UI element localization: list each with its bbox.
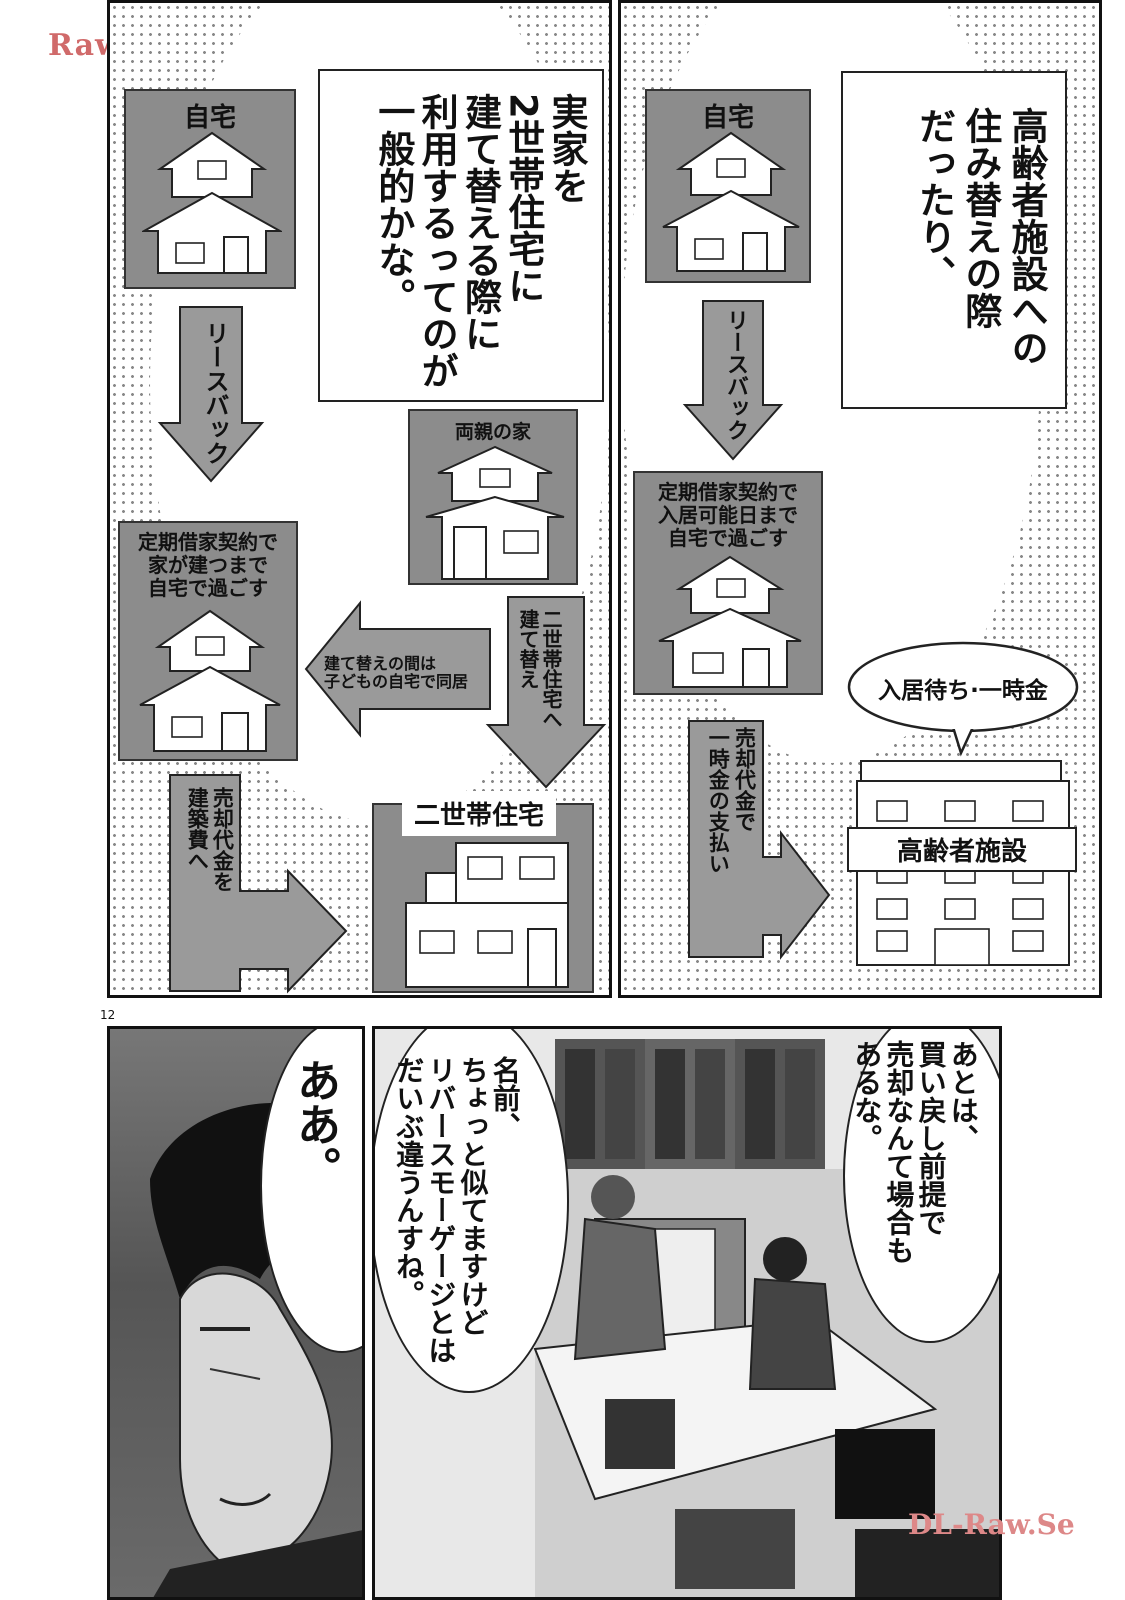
house-icon	[139, 609, 281, 752]
left-home-box: 自宅	[124, 89, 296, 289]
right-house2-text: 定期借家契約で 入居可能日まで 自宅で過ごす	[658, 480, 798, 550]
speech-bubble-right	[843, 1029, 999, 1343]
left-narration-text: 実家を 2世帯住宅に 建て替える際に 利用するってのが 一般的かな。	[371, 93, 588, 389]
right-diagram-panel: 高齢者施設への 住み替えの際 だったり、 自宅 リースバック 定期借家契約で 入…	[618, 0, 1102, 998]
house-icon	[425, 445, 565, 580]
right-arrow	[688, 720, 831, 960]
two-gen-label: 二世帯住宅	[402, 791, 557, 836]
office-scene-panel	[372, 1026, 1002, 1600]
left-arrow-text: 建て替えの間は 子どもの自宅で同居	[324, 654, 469, 692]
right-arrow1-text: リースバック	[723, 309, 748, 441]
house-icon	[405, 842, 569, 988]
facility-label: 高齢者施設	[847, 827, 1077, 872]
house-icon	[662, 131, 800, 272]
right-narration-box: 高齢者施設への 住み替えの際 だったり、	[841, 71, 1067, 409]
waiting-bubble-text: 入居待ち·一時金	[878, 678, 1048, 704]
facility-building-icon	[856, 760, 1070, 966]
right-arrow-text: 売却代金で 一時金の支払い	[706, 727, 757, 874]
house-icon	[142, 131, 282, 274]
speech-bubble-middle	[375, 1029, 569, 1393]
leaseback-arrow	[682, 300, 784, 461]
house-icon	[658, 555, 802, 688]
watermark-bottom: DL-Raw.Se	[908, 1508, 1075, 1541]
left-house2-text: 定期借家契約で 家が建つまで 自宅で過ごす	[138, 530, 278, 600]
right-home-box: 自宅	[645, 89, 811, 283]
speech-right-text: あとは、 買い戻し前提で 売却なんて場合も あるな。	[850, 1040, 980, 1264]
left-narration-box: 実家を 2世帯住宅に 建て替える際に 利用するってのが 一般的かな。	[318, 69, 604, 402]
lease-home-box: 定期借家契約で 家が建つまで 自宅で過ごす	[118, 521, 298, 761]
left-arrow-right-text: 売却代金を 建築費へ	[185, 787, 235, 892]
speech-middle-text: 名前、 ちょっと似てますけど リバースモーゲージとは だいぶ違うんすね。	[392, 1056, 522, 1364]
parents-house-label: 両親の家	[454, 421, 531, 443]
bubble-shape	[847, 641, 1079, 757]
left-diagram-panel: 実家を 2世帯住宅に 建て替える際に 利用するってのが 一般的かな。 自宅 リー…	[107, 0, 612, 998]
leaseback-arrow	[157, 306, 265, 483]
right-lease-home-box: 定期借家契約で 入居可能日まで 自宅で過ごす	[633, 471, 823, 695]
left-arrow	[304, 600, 491, 738]
page-number: 12	[100, 1008, 116, 1022]
left-home-label: 自宅	[183, 103, 236, 133]
speech-aa-text: ああ。	[289, 1058, 340, 1190]
left-arrow1-text: リースバック	[201, 321, 229, 465]
right-narration-text: 高齢者施設への 住み替えの際 だったり、	[912, 107, 1049, 366]
right-home-label: 自宅	[701, 103, 754, 133]
right-arrow	[169, 774, 348, 994]
character-closeup-panel	[107, 1026, 365, 1600]
left-arrow-down-text: 二世帯住宅へ 建て替え	[516, 609, 563, 729]
down-arrow	[485, 596, 607, 789]
parents-house-box: 両親の家	[408, 409, 578, 585]
